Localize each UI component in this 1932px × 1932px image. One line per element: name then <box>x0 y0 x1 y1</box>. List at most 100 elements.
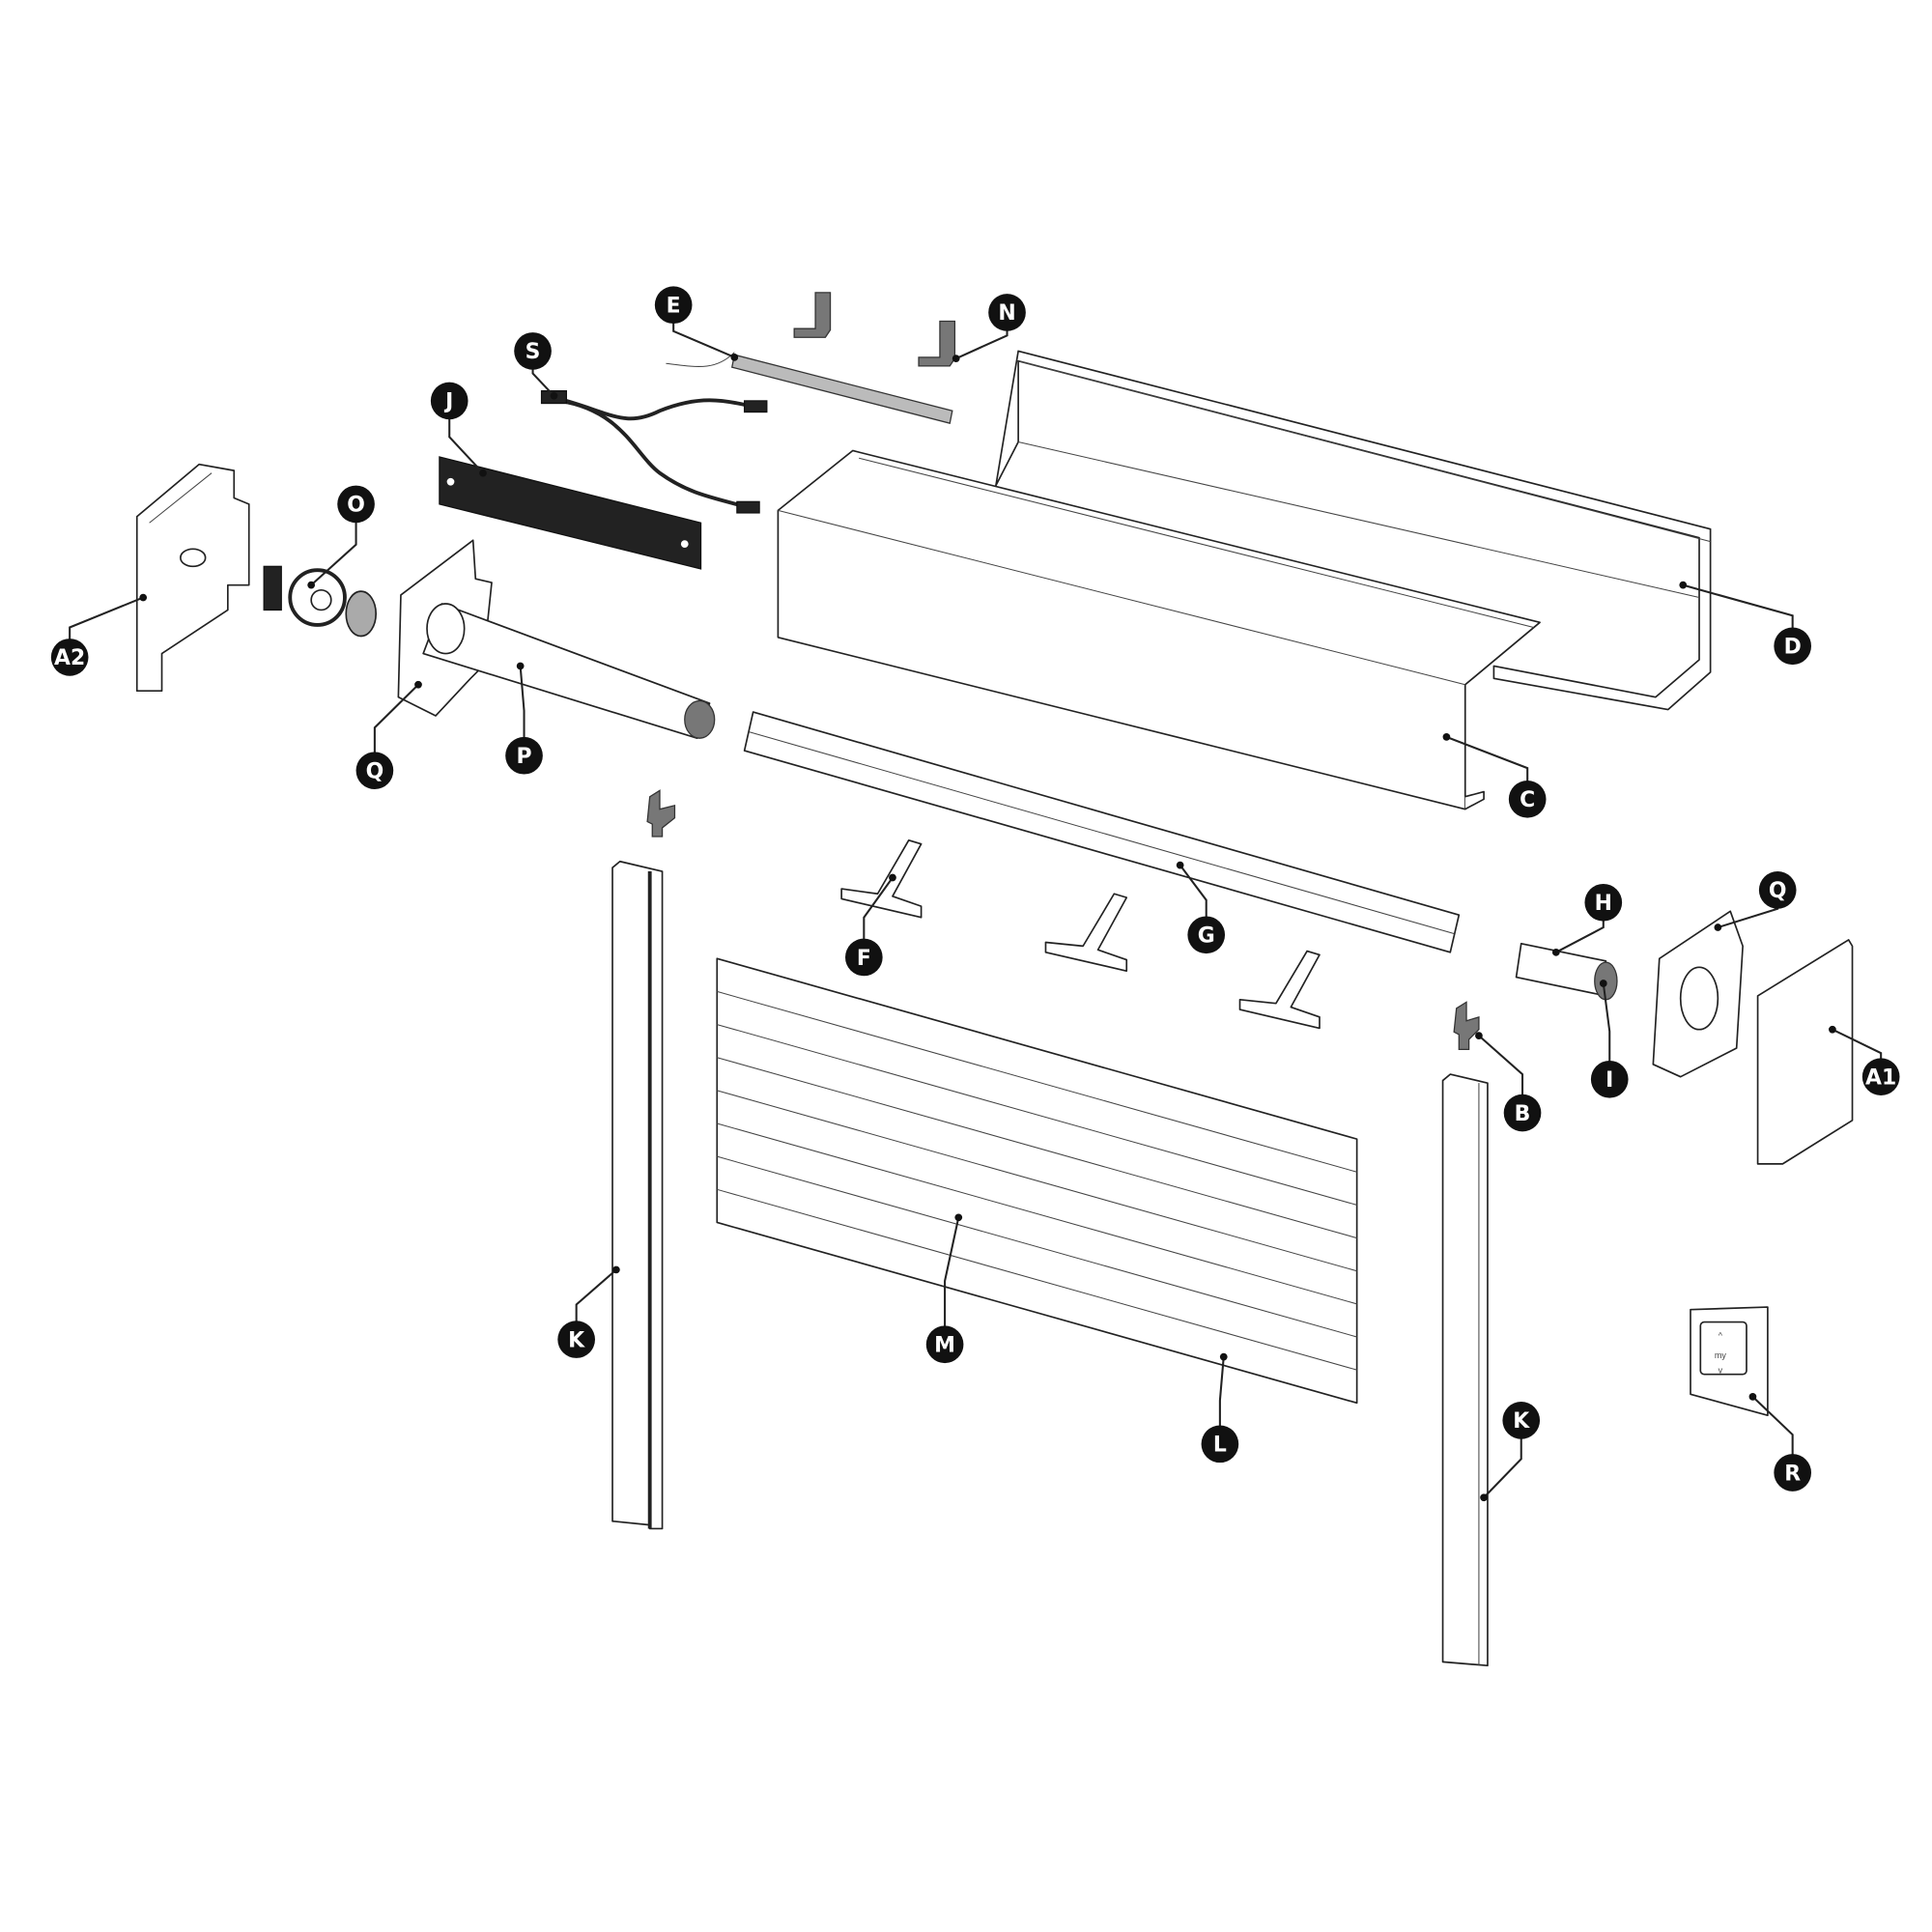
callout-letter: A1 <box>1865 1065 1896 1090</box>
callout-letter: J <box>443 390 453 414</box>
callout-a1: A1 <box>1861 1058 1900 1096</box>
callout-badge <box>1758 871 1797 909</box>
leader-dot <box>1475 1032 1483 1040</box>
callout-letter: M <box>934 1334 955 1358</box>
callout-q: Q <box>1758 871 1797 909</box>
slat-line <box>717 1024 1357 1206</box>
leader-dot <box>1176 861 1184 869</box>
part-d-back-channel <box>995 350 1712 711</box>
callout-letter: Q <box>1769 879 1787 903</box>
remote-my-label: my <box>1715 1350 1727 1360</box>
callout-letter: R <box>1784 1462 1801 1486</box>
callout-badge <box>355 752 394 790</box>
callout-q: Q <box>355 752 394 790</box>
callout-badge <box>1503 1094 1542 1132</box>
callout-badge <box>514 332 552 370</box>
leader-dot <box>954 1213 963 1222</box>
slat-line <box>717 1122 1357 1305</box>
slat-line <box>717 1155 1357 1338</box>
callout-letter: A2 <box>54 646 85 670</box>
callout-h: H <box>1584 883 1623 922</box>
callout-badge <box>1861 1058 1900 1096</box>
part-r-wall-switch[interactable]: ^ my v <box>1690 1306 1769 1417</box>
callout-badge <box>1590 1060 1629 1098</box>
callout-badge <box>845 938 883 977</box>
callout-badge <box>1774 1454 1811 1492</box>
callout-k: K <box>1502 1402 1541 1439</box>
slat-line <box>717 1188 1357 1371</box>
slat-line <box>717 1057 1357 1239</box>
callout-letter: L <box>1213 1434 1227 1458</box>
callout-letter: E <box>667 295 681 319</box>
callout-letter: K <box>568 1328 585 1352</box>
callout-e: E <box>654 286 693 325</box>
callout-k: K <box>557 1321 595 1358</box>
callout-f: F <box>845 938 883 977</box>
callout-letter: H <box>1595 892 1612 916</box>
leader-dot <box>1829 1025 1836 1034</box>
callout-o: O <box>337 485 375 524</box>
callout-letter: Q <box>366 759 384 783</box>
leader-dot <box>1480 1493 1488 1502</box>
callout-d: D <box>1774 627 1811 666</box>
part-g-octagonal-tube <box>743 711 1461 953</box>
part-h-end-plug <box>1515 942 1618 1001</box>
callout-letter: C <box>1520 788 1535 812</box>
leader-dot <box>889 873 896 882</box>
callout-badge <box>50 639 89 676</box>
remote-down-label: v <box>1719 1365 1723 1375</box>
callout-letter: D <box>1784 636 1802 660</box>
callout-badge <box>1508 780 1547 818</box>
callout-j: J <box>430 382 469 420</box>
leader-dot <box>307 581 316 589</box>
callout-letter: K <box>1513 1409 1530 1434</box>
part-n-brackets <box>793 292 956 367</box>
callout-badge <box>1187 916 1226 954</box>
part-f-straps <box>840 839 1321 1030</box>
callout-badge <box>430 382 469 420</box>
callout-badge <box>1774 627 1811 666</box>
callout-r: R <box>1774 1454 1811 1492</box>
callout-badge <box>925 1325 964 1364</box>
remote-up-label: ^ <box>1719 1330 1723 1340</box>
leader-dot <box>1551 948 1560 956</box>
callout-p: P <box>505 736 543 775</box>
leader-line <box>944 1217 960 1345</box>
callout-badge <box>337 485 375 524</box>
leader-dot <box>139 593 148 602</box>
part-c-front-cover <box>777 449 1541 810</box>
callout-letter: N <box>998 301 1015 326</box>
leader-dot <box>1714 923 1722 931</box>
callout-letter: G <box>1198 924 1215 949</box>
leader-dot <box>1748 1393 1757 1401</box>
callout-b: B <box>1503 1094 1542 1132</box>
part-k-guide-rails <box>611 860 1489 1667</box>
callout-badge <box>988 294 1026 331</box>
slat-line <box>717 1090 1357 1272</box>
callout-badge <box>1201 1425 1239 1463</box>
callout-badge <box>1584 883 1623 922</box>
leader-dot <box>612 1265 620 1274</box>
callout-letter: I <box>1605 1068 1613 1093</box>
part-e-rod <box>666 352 953 424</box>
callout-badge <box>654 286 693 325</box>
part-o-motor-head <box>263 565 347 627</box>
leader-dot <box>952 355 960 362</box>
part-p-tube <box>422 603 716 740</box>
callout-i: I <box>1590 1060 1629 1098</box>
callout-n: N <box>988 294 1026 331</box>
callout-letter: O <box>347 494 365 518</box>
leader-dot <box>1219 1352 1228 1361</box>
callout-g: G <box>1187 916 1226 954</box>
callout-letter: F <box>857 947 871 971</box>
part-m-slats <box>716 957 1358 1405</box>
leader-dot <box>479 469 487 477</box>
callout-badge <box>557 1321 595 1358</box>
leader-dot <box>1599 980 1607 987</box>
callout-m: M <box>925 1325 964 1364</box>
leader-dot <box>414 680 422 689</box>
part-a1-end-cap <box>1756 939 1854 1165</box>
callout-badge <box>1502 1402 1541 1439</box>
part-a2-end-cap <box>135 463 250 693</box>
